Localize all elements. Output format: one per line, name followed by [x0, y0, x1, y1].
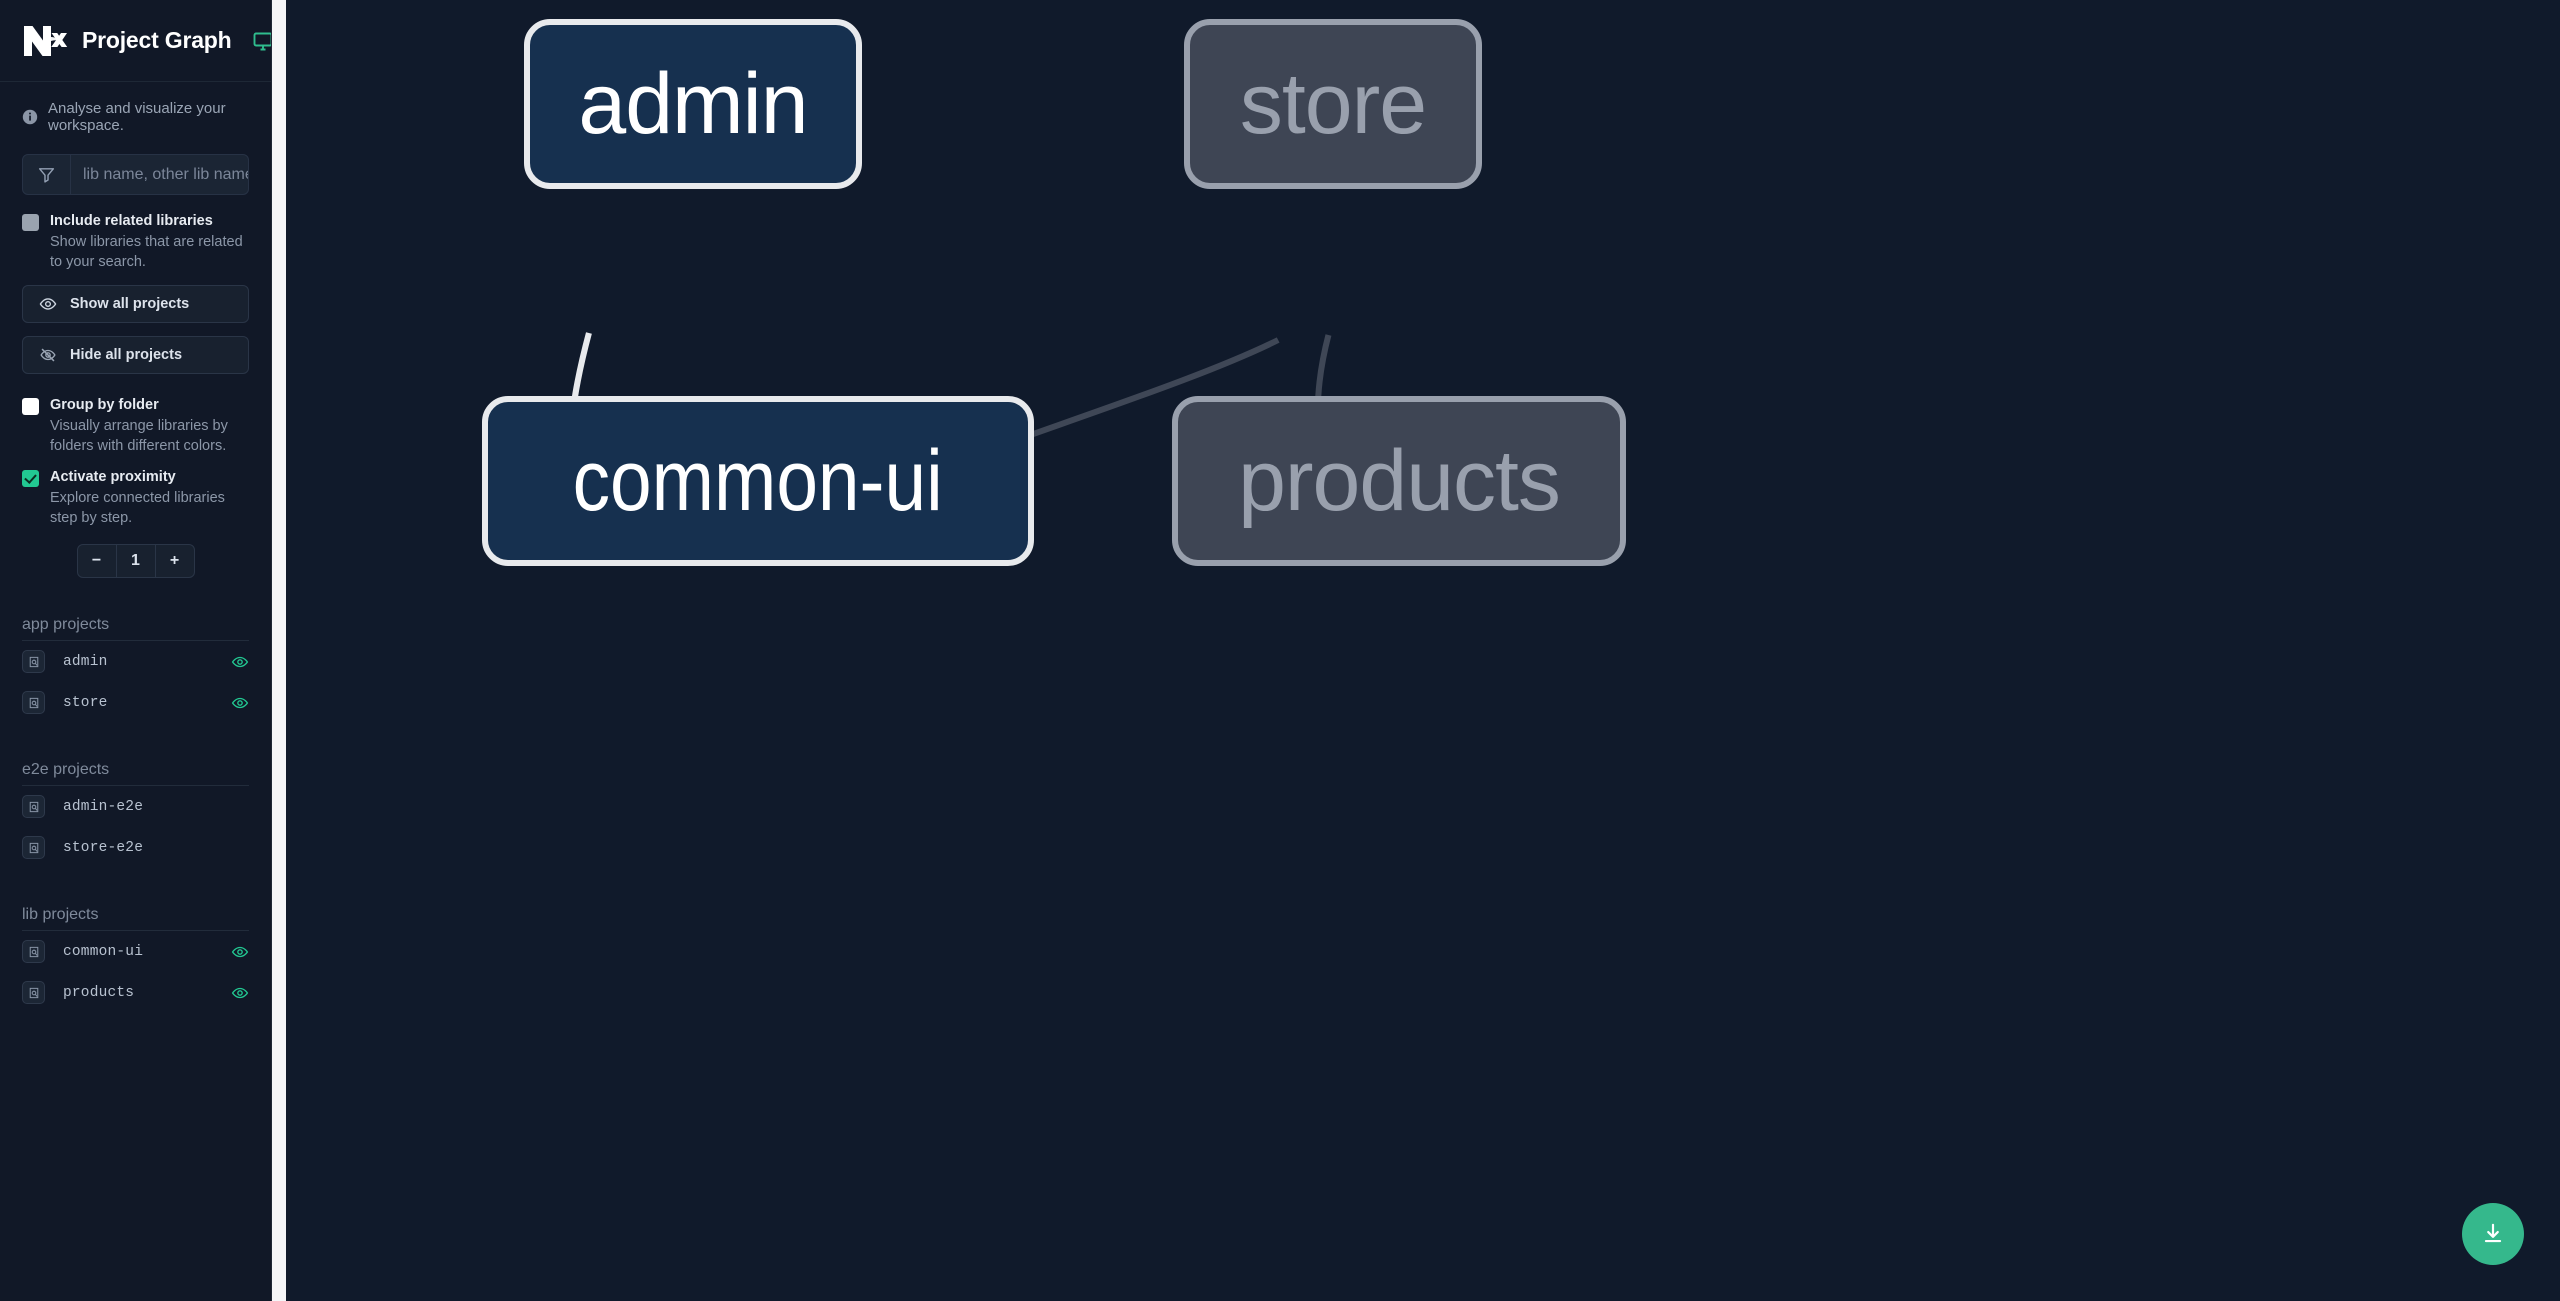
filter-funnel-icon: [23, 155, 71, 194]
hide-all-projects-button[interactable]: Hide all projects: [22, 336, 249, 374]
info-icon: [22, 109, 38, 125]
project-row-admin-e2e[interactable]: admin-e2e: [22, 786, 249, 827]
group-e2e-projects: e2e projects admin-e2e stor: [22, 761, 249, 868]
project-icon: [22, 940, 45, 963]
graph-node-label: common-ui: [572, 432, 944, 529]
show-all-projects-button[interactable]: Show all projects: [22, 285, 249, 323]
project-row-store-e2e[interactable]: store-e2e: [22, 827, 249, 868]
group-app-projects: app projects admin: [22, 616, 249, 723]
project-icon: [22, 981, 45, 1004]
project-row-store[interactable]: store: [22, 682, 249, 723]
option-description: Visually arrange libraries by folders wi…: [50, 418, 228, 454]
graph-canvas[interactable]: admin store common-ui products: [272, 0, 2560, 1301]
option-group-by-folder[interactable]: Group by folder Visually arrange librari…: [22, 396, 249, 456]
tagline-text: Analyse and visualize your workspace.: [48, 100, 226, 134]
graph-edges: [561, 332, 1372, 547]
sidebar-tagline: Analyse and visualize your workspace.: [0, 82, 271, 134]
proximity-decrement-button[interactable]: −: [78, 545, 117, 577]
graph-node-store[interactable]: store: [1184, 19, 1482, 189]
group-title: e2e projects: [22, 761, 249, 786]
monitor-icon[interactable]: [252, 30, 271, 52]
proximity-increment-button[interactable]: +: [169, 552, 180, 569]
group-lib-projects: lib projects common-ui: [22, 906, 249, 1013]
include-related-libraries-checkbox[interactable]: [22, 214, 39, 231]
option-include-related-libraries[interactable]: Include related libraries Show libraries…: [22, 212, 249, 272]
graph-node-products[interactable]: products: [1172, 396, 1626, 566]
project-name: products: [63, 984, 135, 1001]
option-description: Show libraries that are related to your …: [50, 234, 243, 270]
download-graph-button[interactable]: [2462, 1203, 2524, 1265]
eye-icon: [39, 298, 57, 310]
nx-logo-icon: [22, 21, 68, 61]
sidebar-scrollbar[interactable]: [272, 0, 286, 1301]
group-title: lib projects: [22, 906, 249, 931]
group-by-folder-checkbox[interactable]: [22, 398, 39, 415]
project-name: store-e2e: [63, 839, 144, 856]
graph-node-label: products: [1238, 432, 1561, 529]
page-title: Project Graph: [82, 27, 232, 53]
option-label: Include related libraries: [50, 213, 213, 229]
sidebar-header: Project Graph: [0, 0, 271, 82]
option-activate-proximity[interactable]: Activate proximity Explore connected lib…: [22, 468, 249, 528]
project-name: store: [63, 694, 108, 711]
show-all-projects-label: Show all projects: [70, 296, 190, 312]
graph-node-admin[interactable]: admin: [524, 19, 862, 189]
project-icon: [22, 836, 45, 859]
graph-node-common-ui[interactable]: common-ui: [482, 396, 1034, 566]
option-label: Group by folder: [50, 397, 159, 413]
proximity-stepper[interactable]: − 1 +: [76, 544, 195, 578]
download-icon: [2484, 1223, 2502, 1243]
project-name: admin: [63, 653, 108, 670]
visibility-eye-icon[interactable]: [231, 694, 249, 712]
project-row-products[interactable]: products: [22, 972, 249, 1013]
visibility-eye-icon[interactable]: [231, 653, 249, 671]
hide-all-projects-label: Hide all projects: [70, 347, 183, 363]
group-title: app projects: [22, 616, 249, 641]
project-name: common-ui: [63, 943, 144, 960]
option-description: Explore connected libraries step by step…: [50, 490, 225, 526]
option-label: Activate proximity: [50, 469, 176, 485]
visibility-eye-icon[interactable]: [231, 984, 249, 1002]
graph-node-label: admin: [578, 55, 808, 152]
project-icon: [22, 650, 45, 673]
search-input[interactable]: [71, 155, 248, 194]
project-name: admin-e2e: [63, 798, 144, 815]
sidebar: Project Graph Analyse and visualize your…: [0, 0, 272, 1301]
visibility-eye-icon[interactable]: [231, 943, 249, 961]
eye-off-icon: [40, 348, 56, 362]
proximity-value: 1: [117, 545, 156, 577]
project-row-admin[interactable]: admin: [22, 641, 249, 682]
graph-node-label: store: [1239, 55, 1427, 152]
search-box[interactable]: [22, 154, 249, 195]
project-icon: [22, 795, 45, 818]
project-row-common-ui[interactable]: common-ui: [22, 931, 249, 972]
project-icon: [22, 691, 45, 714]
activate-proximity-checkbox[interactable]: [22, 470, 39, 487]
